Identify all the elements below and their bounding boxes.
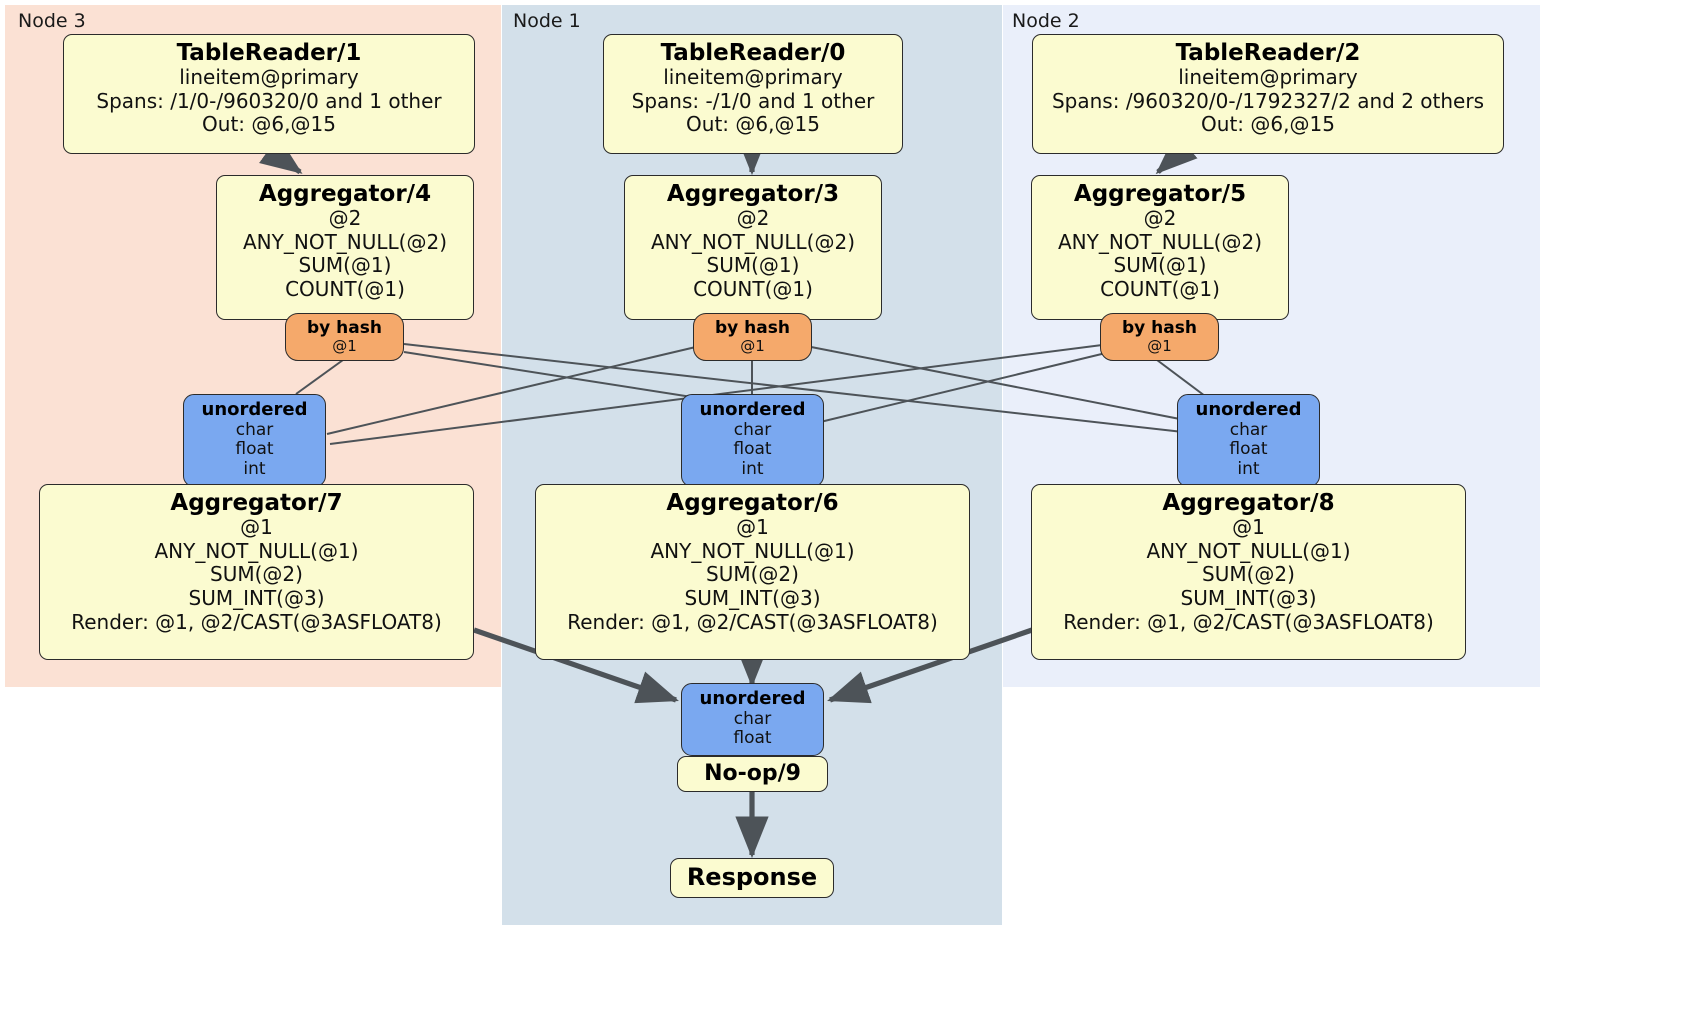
node-line: Out: @6,@15 bbox=[202, 112, 336, 137]
node-line: @2 bbox=[736, 206, 770, 231]
node-title: No-op/9 bbox=[704, 761, 801, 787]
node-title: TableReader/1 bbox=[176, 40, 362, 66]
stream-line: float bbox=[733, 439, 772, 460]
stream-line: int bbox=[243, 458, 266, 479]
stream-unordered-node1[interactable]: unordered char float int bbox=[681, 394, 824, 487]
node-line: SUM(@2) bbox=[1202, 562, 1295, 587]
node-line: COUNT(@1) bbox=[285, 277, 405, 301]
router-title: by hash bbox=[1122, 318, 1197, 338]
node-title: Aggregator/5 bbox=[1073, 181, 1247, 207]
node-line: ANY_NOT_NULL(@1) bbox=[650, 538, 855, 563]
node-line: SUM(@1) bbox=[1113, 253, 1207, 278]
node-line: SUM(@2) bbox=[706, 562, 799, 587]
stream-line: char bbox=[235, 419, 274, 440]
node-line: SUM(@1) bbox=[298, 253, 392, 278]
router-by-hash-node1[interactable]: by hash @1 bbox=[693, 313, 812, 361]
node-title: Aggregator/3 bbox=[666, 181, 840, 207]
node-line: @1 bbox=[736, 515, 769, 540]
stream-line: char bbox=[733, 708, 772, 729]
node-title: Aggregator/6 bbox=[666, 490, 839, 516]
stream-title: unordered bbox=[1195, 399, 1302, 420]
panel-label-node1: Node 1 bbox=[513, 10, 581, 32]
node-aggregator-7[interactable]: Aggregator/7 @1 ANY_NOT_NULL(@1) SUM(@2)… bbox=[39, 484, 474, 660]
stream-unordered-final[interactable]: unordered char float bbox=[681, 683, 824, 756]
stream-line: int bbox=[1237, 458, 1260, 479]
stream-line: char bbox=[1229, 419, 1268, 440]
node-line: ANY_NOT_NULL(@2) bbox=[651, 229, 855, 254]
node-line: Out: @6,@15 bbox=[686, 112, 820, 137]
stream-title: unordered bbox=[699, 399, 806, 420]
node-line: Render: @1, @2/CAST(@3ASFLOAT8) bbox=[1063, 609, 1434, 634]
panel-label-node3: Node 3 bbox=[18, 10, 86, 32]
node-line: SUM_INT(@3) bbox=[1180, 586, 1317, 610]
node-line: Render: @1, @2/CAST(@3ASFLOAT8) bbox=[567, 609, 938, 634]
node-title: Aggregator/7 bbox=[170, 490, 343, 516]
node-title: Aggregator/4 bbox=[258, 181, 432, 207]
node-line: Spans: /1/0-/960320/0 and 1 other bbox=[96, 88, 442, 113]
router-line: @1 bbox=[740, 336, 765, 355]
node-line: ANY_NOT_NULL(@1) bbox=[154, 538, 359, 563]
node-aggregator-4[interactable]: Aggregator/4 @2 ANY_NOT_NULL(@2) SUM(@1)… bbox=[216, 175, 474, 320]
node-line: Spans: /960320/0-/1792327/2 and 2 others bbox=[1051, 88, 1484, 113]
node-no-op-9[interactable]: No-op/9 bbox=[677, 756, 828, 792]
node-title: Aggregator/8 bbox=[1162, 490, 1335, 516]
node-aggregator-8[interactable]: Aggregator/8 @1 ANY_NOT_NULL(@1) SUM(@2)… bbox=[1031, 484, 1466, 660]
node-line: @2 bbox=[328, 206, 362, 231]
router-by-hash-node3[interactable]: by hash @1 bbox=[285, 313, 404, 361]
node-line: SUM(@1) bbox=[706, 253, 800, 278]
panel-label-node2: Node 2 bbox=[1012, 10, 1080, 32]
router-line: @1 bbox=[332, 336, 357, 355]
node-response[interactable]: Response bbox=[670, 858, 834, 898]
node-title: TableReader/0 bbox=[660, 40, 846, 66]
node-line: SUM_INT(@3) bbox=[684, 586, 821, 610]
stream-line: char bbox=[733, 419, 772, 440]
router-by-hash-node2[interactable]: by hash @1 bbox=[1100, 313, 1219, 361]
node-aggregator-6[interactable]: Aggregator/6 @1 ANY_NOT_NULL(@1) SUM(@2)… bbox=[535, 484, 970, 660]
node-line: ANY_NOT_NULL(@2) bbox=[243, 229, 447, 254]
stream-line: float bbox=[235, 439, 274, 460]
node-tablereader-0[interactable]: TableReader/0 lineitem@primary Spans: -/… bbox=[603, 34, 903, 154]
stream-line: float bbox=[733, 728, 772, 749]
node-line: @2 bbox=[1143, 206, 1177, 231]
node-line: COUNT(@1) bbox=[1100, 277, 1220, 301]
router-title: by hash bbox=[307, 318, 382, 338]
node-tablereader-2[interactable]: TableReader/2 lineitem@primary Spans: /9… bbox=[1032, 34, 1504, 154]
node-line: @1 bbox=[1232, 515, 1265, 540]
node-line: Out: @6,@15 bbox=[1201, 112, 1335, 137]
node-line: SUM(@2) bbox=[210, 562, 303, 587]
stream-title: unordered bbox=[699, 688, 806, 709]
router-line: @1 bbox=[1147, 336, 1172, 355]
node-line: Spans: -/1/0 and 1 other bbox=[631, 88, 875, 113]
node-title: Response bbox=[686, 863, 818, 892]
node-line: lineitem@primary bbox=[179, 65, 359, 90]
node-tablereader-1[interactable]: TableReader/1 lineitem@primary Spans: /1… bbox=[63, 34, 475, 154]
node-line: @1 bbox=[240, 515, 273, 540]
node-line: COUNT(@1) bbox=[693, 277, 813, 301]
stream-unordered-node2[interactable]: unordered char float int bbox=[1177, 394, 1320, 487]
node-line: ANY_NOT_NULL(@1) bbox=[1146, 538, 1351, 563]
node-title: TableReader/2 bbox=[1175, 40, 1361, 66]
node-line: Render: @1, @2/CAST(@3ASFLOAT8) bbox=[71, 609, 442, 634]
node-line: ANY_NOT_NULL(@2) bbox=[1058, 229, 1262, 254]
stream-line: float bbox=[1229, 439, 1268, 460]
node-aggregator-3[interactable]: Aggregator/3 @2 ANY_NOT_NULL(@2) SUM(@1)… bbox=[624, 175, 882, 320]
node-line: lineitem@primary bbox=[1178, 65, 1358, 90]
node-aggregator-5[interactable]: Aggregator/5 @2 ANY_NOT_NULL(@2) SUM(@1)… bbox=[1031, 175, 1289, 320]
router-title: by hash bbox=[715, 318, 790, 338]
node-line: lineitem@primary bbox=[663, 65, 843, 90]
node-line: SUM_INT(@3) bbox=[188, 586, 325, 610]
stream-title: unordered bbox=[201, 399, 308, 420]
stream-line: int bbox=[741, 458, 764, 479]
stream-unordered-node3[interactable]: unordered char float int bbox=[183, 394, 326, 487]
